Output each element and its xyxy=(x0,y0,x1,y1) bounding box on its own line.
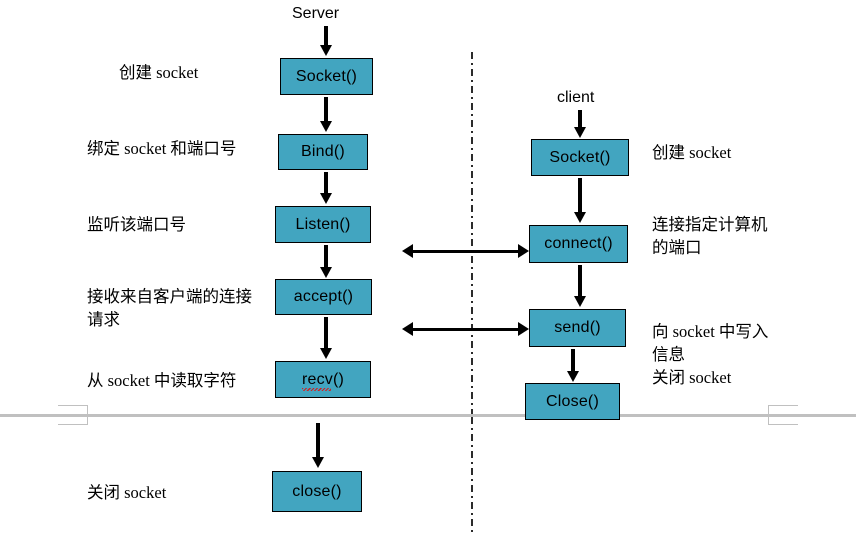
client-note-write-close-socket: 向 socket 中写入 信息 关闭 socket xyxy=(652,322,769,387)
arrow-bind-to-listen xyxy=(319,172,333,204)
server-box-close[interactable]: close() xyxy=(272,471,362,512)
client-box-connect[interactable]: connect() xyxy=(529,225,628,263)
arrow-server-to-socket xyxy=(319,26,333,56)
client-box-socket[interactable]: Socket() xyxy=(531,139,629,176)
client-box-close-label: Close() xyxy=(546,392,599,410)
server-box-bind-label: Bind() xyxy=(301,143,345,160)
server-box-recv-label: recv() xyxy=(301,370,345,391)
arrow-socket-to-connect xyxy=(573,178,587,223)
arrow-connect-to-send xyxy=(573,265,587,307)
arrow-listen-accept-to-connect xyxy=(402,244,529,258)
server-note-read-socket: 从 socket 中读取字符 xyxy=(87,371,237,390)
arrow-client-to-socket xyxy=(573,110,587,138)
arrow-socket-to-bind xyxy=(319,97,333,132)
arrow-send-to-close xyxy=(566,349,580,382)
server-note-create-socket: 创建 socket xyxy=(119,63,199,82)
client-box-connect-label: connect() xyxy=(544,235,613,252)
server-note-listen-port: 监听该端口号 xyxy=(87,215,186,234)
arrow-accept-to-recv xyxy=(319,317,333,359)
server-box-socket[interactable]: Socket() xyxy=(280,58,373,95)
server-box-accept-label: accept() xyxy=(293,288,354,305)
client-note-create-socket: 创建 socket xyxy=(652,143,732,162)
page-break-rule xyxy=(0,414,856,417)
arrow-accept-recv-to-send xyxy=(402,322,529,336)
server-note-accept-request: 接收来自客户端的连接 请求 xyxy=(87,287,252,329)
client-box-send-label: send() xyxy=(554,319,601,336)
server-note-close-socket: 关闭 socket xyxy=(87,483,167,502)
server-box-listen[interactable]: Listen() xyxy=(275,206,371,243)
server-box-recv[interactable]: recv() xyxy=(275,361,371,398)
server-note-bind-socket-port: 绑定 socket 和端口号 xyxy=(87,139,237,158)
client-box-socket-label: Socket() xyxy=(549,148,611,166)
left-margin-marker xyxy=(58,405,88,425)
right-margin-marker xyxy=(768,405,798,425)
server-box-close-label: close() xyxy=(292,482,342,500)
server-box-accept[interactable]: accept() xyxy=(275,279,372,315)
arrow-recv-to-close xyxy=(311,423,325,468)
arrow-listen-to-accept xyxy=(319,245,333,278)
server-endpoint-label: Server xyxy=(292,5,340,22)
client-note-connect-host-port: 连接指定计算机 的端口 xyxy=(652,215,768,257)
server-client-divider-lower xyxy=(471,417,473,532)
server-box-bind[interactable]: Bind() xyxy=(278,134,368,170)
server-box-listen-label: Listen() xyxy=(295,215,351,233)
server-client-divider-upper xyxy=(471,52,473,414)
client-endpoint-label: client xyxy=(557,89,595,106)
client-box-send[interactable]: send() xyxy=(529,309,626,347)
server-box-socket-label: Socket() xyxy=(295,67,358,85)
client-box-close[interactable]: Close() xyxy=(525,383,620,420)
